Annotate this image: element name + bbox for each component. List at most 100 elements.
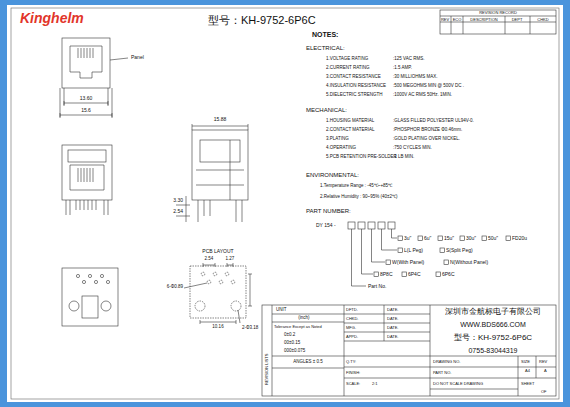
drawing-circle: [213, 272, 217, 276]
drawing-path: [198, 200, 242, 222]
drawing-rect: [82, 296, 98, 318]
drawing-circle: [100, 274, 103, 277]
drawing-label: 3.30: [173, 198, 183, 203]
drawing-rect: [440, 248, 445, 253]
drawing-label: 1.HOUSING MATERIAL: [326, 119, 374, 124]
drawing-circle: [195, 301, 205, 311]
drawing-path: [203, 263, 233, 267]
drawing-label: DEPT: [512, 18, 523, 22]
drawing-label: 2.54: [173, 209, 183, 214]
drawing-path: [70, 165, 104, 190]
drawing-label: N(Without Panel): [450, 260, 488, 265]
drawing-label: DESCRIPTION: [470, 18, 497, 22]
drawing-label: REV: [539, 360, 547, 364]
drawing-label: 2.CURRENT RATING: [326, 66, 370, 71]
drawing-label: Part No.: [368, 284, 386, 289]
drawing-label: APPD.: [346, 335, 358, 339]
drawing-line: [505, 16, 506, 34]
drawing-label: S(Split Peg): [446, 248, 473, 253]
drawing-label: 2-Φ3.18: [242, 326, 258, 331]
drawing-label: 深圳市金航标电子有限公司: [445, 308, 541, 316]
drawing-path: [196, 140, 244, 200]
drawing-line: [440, 16, 556, 17]
drawing-line: [530, 16, 531, 34]
drawing-rect: [418, 236, 423, 241]
drawing-path: [344, 305, 556, 389]
drawing-path: [70, 46, 102, 78]
drawing-rect: [368, 222, 375, 229]
drawing-path: [184, 283, 240, 324]
drawing-label: MFG.: [346, 326, 356, 330]
drawing-label: 3.PLATING: [326, 137, 349, 142]
drawing-label: SIZE: [521, 360, 530, 364]
drawing-label: 5.DIELECTRIC STRENGTH: [326, 93, 383, 98]
drawing-label: 6P6C: [442, 272, 455, 277]
drawing-label: :125 VAC RMS.: [393, 57, 424, 62]
drawing-g: [190, 266, 246, 318]
drawing-label: OF: [541, 390, 547, 394]
drawing-label: SCALE:: [346, 382, 360, 386]
drawing-label: REVISION RECORD: [479, 11, 517, 15]
drawing-label: DATE.: [387, 326, 398, 330]
drawing-label: W(With Panel): [392, 260, 424, 265]
drawing-rect: [444, 260, 449, 265]
drawing-path: [518, 356, 536, 396]
drawing-rect: [402, 272, 407, 277]
drawing-circle: [106, 280, 109, 283]
drawing-label: 15.6: [81, 108, 91, 113]
drawing-path: [272, 314, 344, 368]
drawing-circle: [219, 280, 223, 284]
drawing-g: [7, 5, 563, 402]
drawing-circle: [76, 274, 79, 277]
drawing-line: [451, 16, 452, 34]
drawing-path: [78, 48, 93, 58]
brand-logo: Kinghelm: [20, 11, 84, 25]
drawing-path: [192, 124, 248, 130]
drawing-label: :500 MEGOHMS MIN @ 500V DC .: [393, 84, 464, 89]
drawing-label: 13.60: [80, 96, 93, 101]
drawing-rect: [398, 236, 403, 241]
drawing-label: 0±0.2: [284, 333, 295, 338]
drawing-rect: [62, 268, 118, 326]
drawing-circle: [225, 272, 229, 276]
drawing-label: 8P8C: [380, 272, 393, 277]
drawing-label: Q.TY:: [346, 360, 356, 364]
drawing-rect: [62, 145, 112, 200]
drawing-rect: [438, 236, 443, 241]
drawing-rect: [374, 272, 379, 277]
drawing-label: 0755-83044319: [468, 347, 517, 354]
drawing-label: DO NOT SCALE DRAWING: [433, 382, 483, 386]
drawing-label: PART NO.: [433, 371, 451, 375]
drawing-label: 2.Relative Humidity : 90~95% (40±2℃): [320, 195, 397, 200]
drawing-label: 000±0.075: [284, 349, 305, 354]
drawing-rect: [436, 272, 441, 277]
drawing-label: 6u": [424, 236, 431, 241]
drawing-label: :GOLD PLATING OVER NICKEL.: [393, 137, 460, 142]
drawing-path: [248, 274, 252, 306]
drawing-rect: [68, 150, 106, 162]
drawing-label: UNIT: [276, 308, 287, 313]
drawing-label: A4: [525, 369, 530, 373]
drawing-label: 5.PCB RETENTION PRE-SOLDER: [326, 155, 397, 160]
drawing-circle: [94, 280, 97, 283]
drawing-label: :1.5 AMP.: [393, 66, 412, 71]
drawing-label: 50u": [488, 236, 498, 241]
drawing-label: 10.16: [212, 325, 223, 330]
drawing-label: A: [544, 369, 547, 373]
drawing-path: [110, 58, 128, 60]
drawing-label: DY 154 -: [316, 223, 336, 228]
drawing-label: :750 CYCLES MIN.: [393, 146, 432, 151]
sheet-title: 型号：KH-9752-6P6C: [208, 15, 316, 26]
drawing-label: 3u": [404, 236, 411, 241]
drawing-label: FD20u: [512, 236, 527, 241]
drawing-label: 2.CONTACT MATERIAL: [326, 128, 375, 133]
drawing-label: L(L Peg): [404, 248, 423, 253]
drawing-label: Tolerance Except as Noted: [274, 325, 322, 329]
drawing-label: ENVIRONMENTAL:: [306, 172, 359, 178]
drawing-label: (inch): [298, 316, 309, 321]
drawing-path: [272, 305, 430, 396]
drawing-circle: [201, 272, 205, 276]
drawing-rect: [192, 130, 248, 200]
drawing-rect: [506, 236, 511, 241]
